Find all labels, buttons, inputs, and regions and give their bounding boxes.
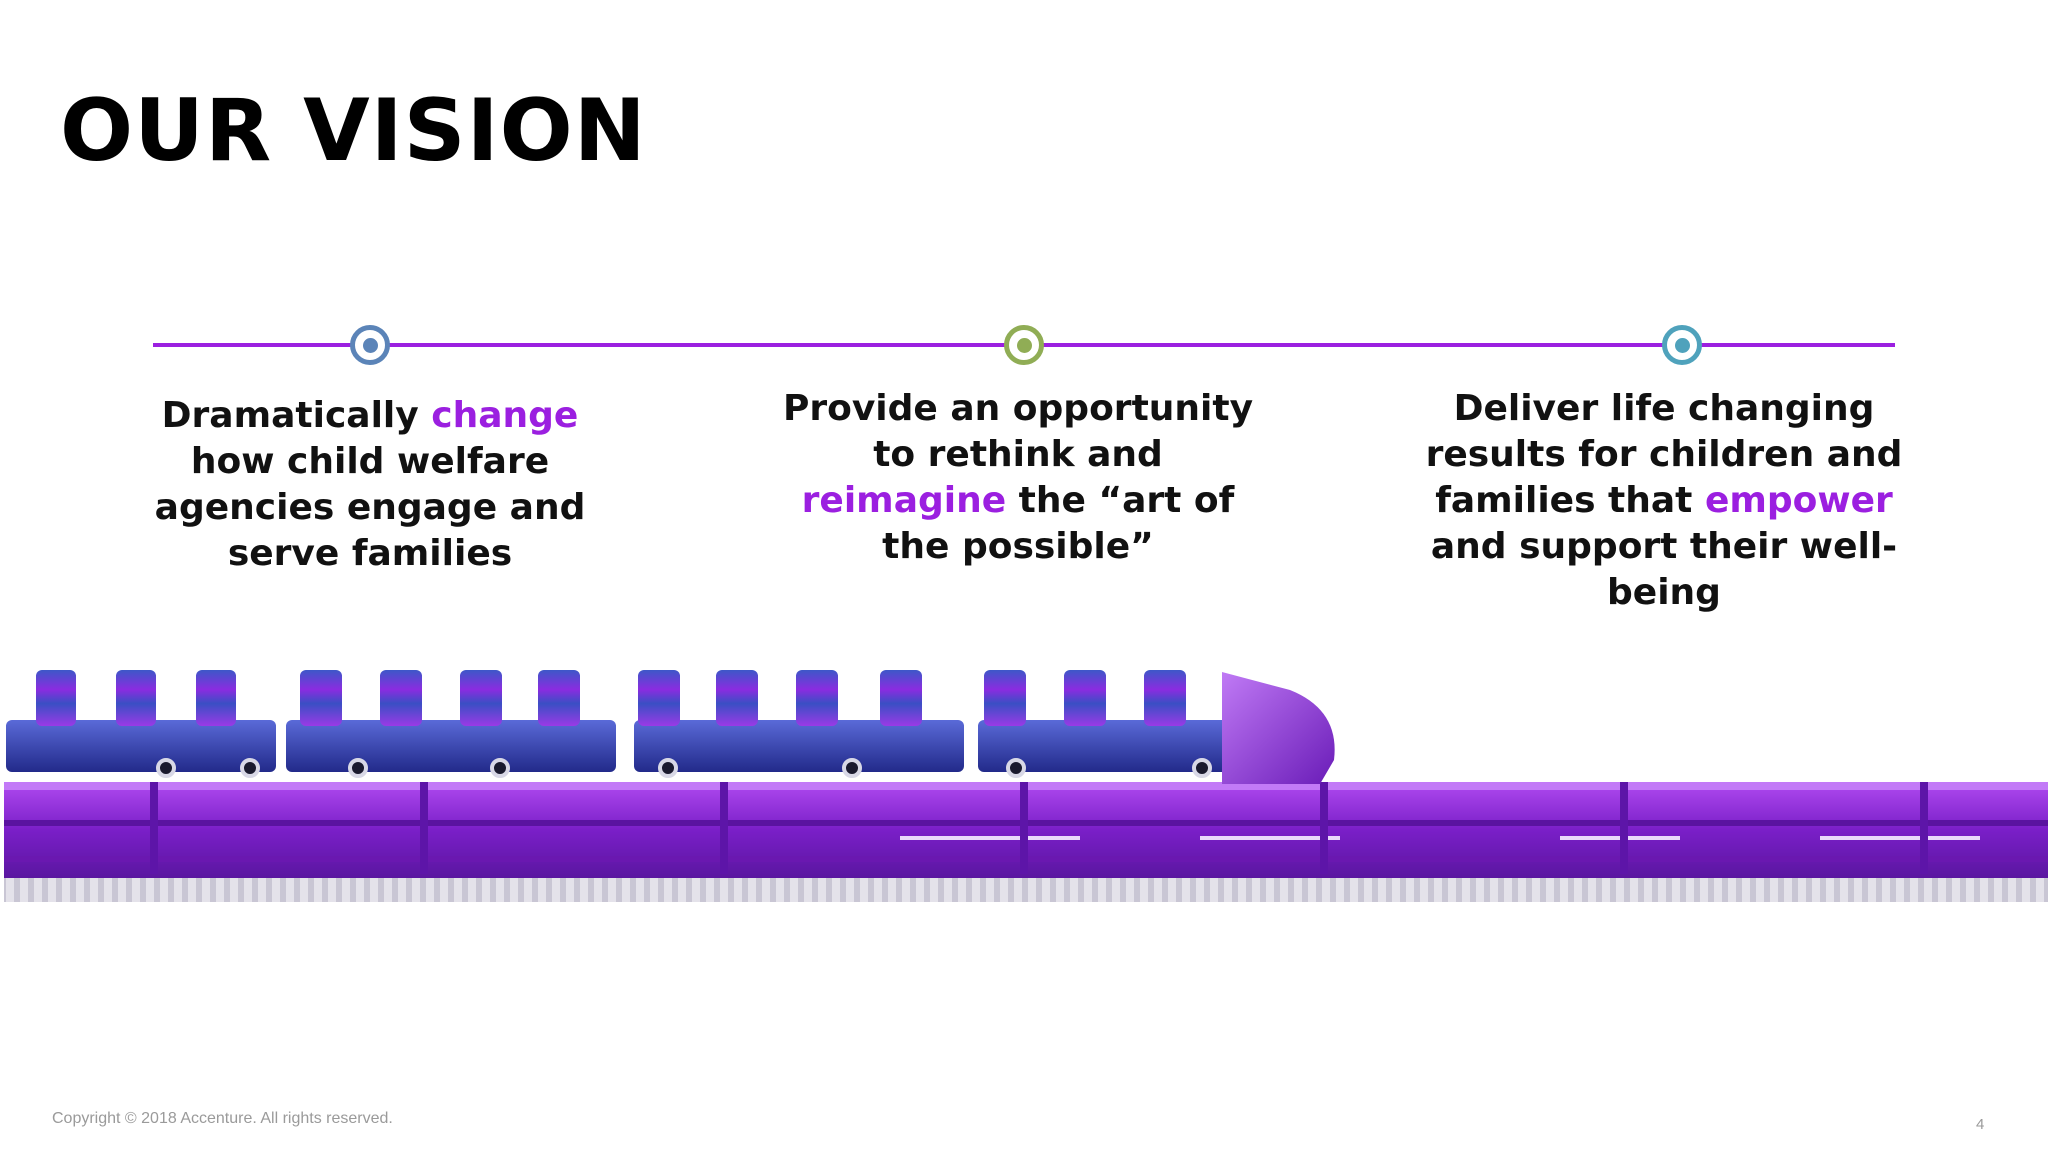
roller-coaster-image <box>0 660 2048 910</box>
pillar-3-text-after: and support their well-being <box>1430 526 1898 613</box>
pillar-2-text-after: the “art of the possible” <box>882 480 1235 567</box>
pillar-2-text-before: Provide an opportunity to rethink and <box>782 388 1254 475</box>
pillar-1-highlight: change <box>431 395 579 436</box>
vision-pillar-1: Dramatically change how child welfare ag… <box>130 393 610 577</box>
pillar-1-text-after: how child welfare agencies engage and se… <box>154 441 586 574</box>
timeline-node-2 <box>1004 325 1044 365</box>
slide-title: OUR VISION <box>60 81 647 181</box>
vision-pillar-3: Deliver life changing results for childr… <box>1424 386 1904 616</box>
pillar-3-highlight: empower <box>1704 480 1893 521</box>
timeline-node-3 <box>1662 325 1702 365</box>
vision-pillar-2: Provide an opportunity to rethink and re… <box>778 386 1258 570</box>
copyright-text: Copyright © 2018 Accenture. All rights r… <box>52 1110 393 1127</box>
pillar-1-text-before: Dramatically <box>161 395 432 436</box>
pillar-3-text-before: Deliver life changing results for childr… <box>1425 388 1903 521</box>
timeline-node-1 <box>350 325 390 365</box>
page-number: 4 <box>1976 1116 1985 1133</box>
pillar-2-highlight: reimagine <box>801 480 1007 521</box>
